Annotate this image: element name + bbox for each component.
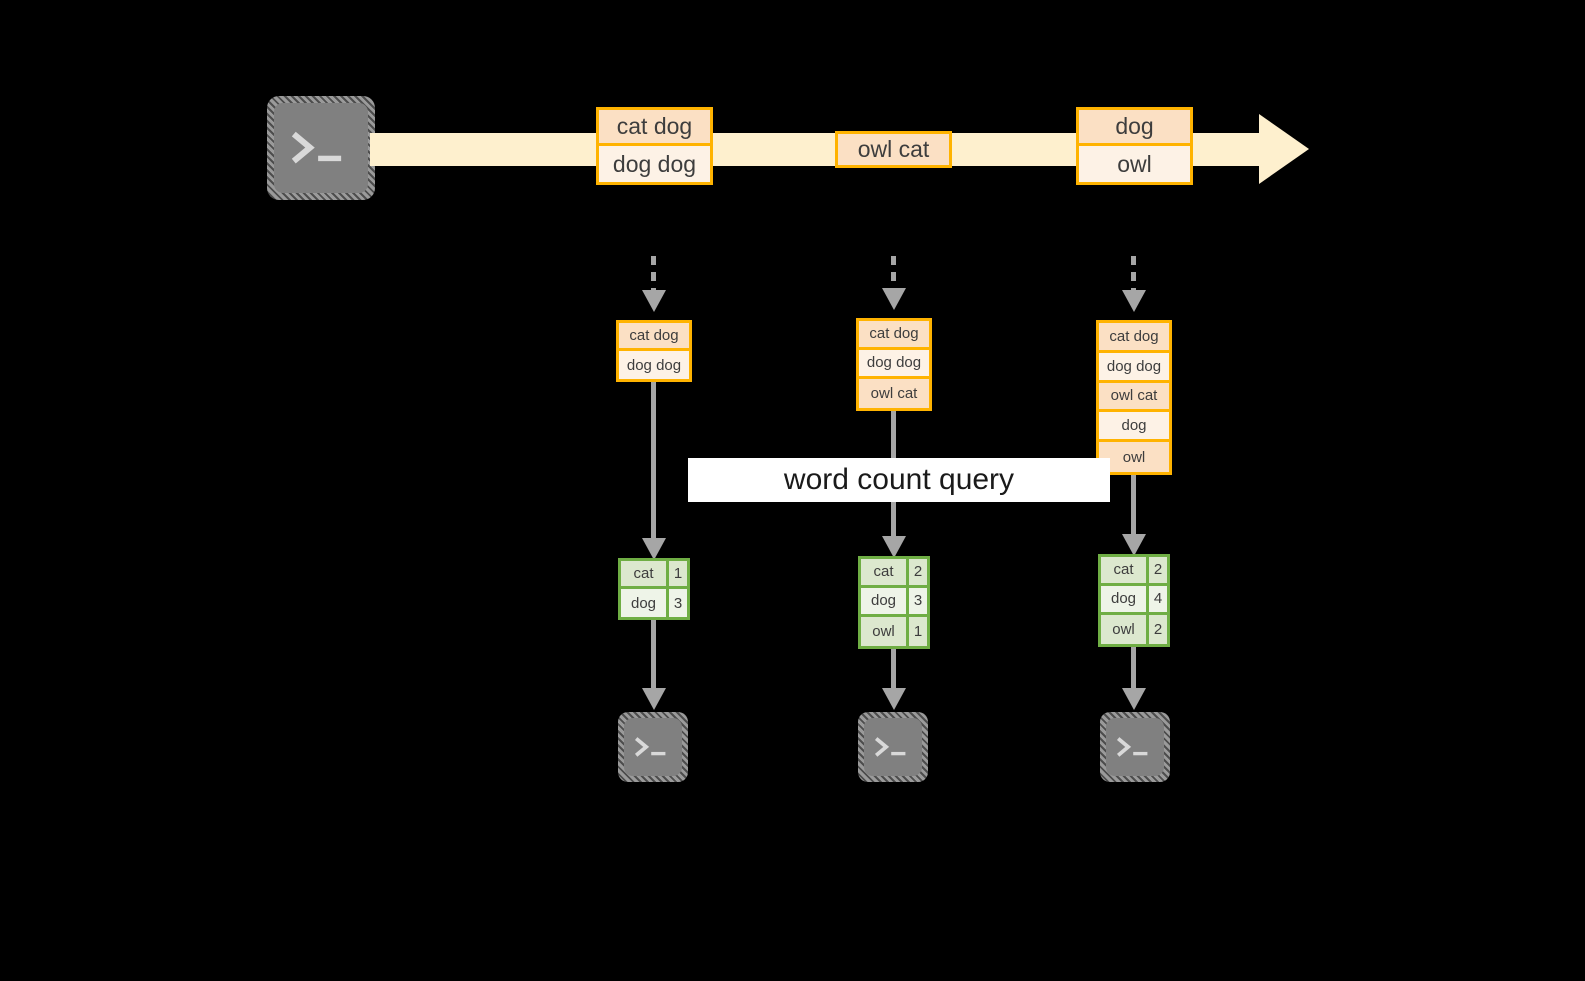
result-word: cat xyxy=(1101,557,1149,583)
message-line: dog xyxy=(1079,110,1190,146)
table-row: dog 4 xyxy=(1101,585,1167,615)
result-word: cat xyxy=(621,561,669,586)
consumer-terminal-3-icon xyxy=(1100,712,1170,782)
snapshot-1-result-table: cat 1 dog 3 xyxy=(618,558,690,620)
stream-to-snapshot-3-line xyxy=(1131,256,1136,292)
stream-message-1: cat dog dog dog xyxy=(596,107,713,185)
log-line: dog dog xyxy=(1099,352,1169,383)
result-count: 4 xyxy=(1149,585,1167,612)
stream-to-snapshot-2-arrowhead xyxy=(882,288,906,310)
snapshot-3-input-log: cat dog dog dog owl cat dog owl xyxy=(1096,320,1172,475)
snapshot-1-to-result-line xyxy=(651,382,656,542)
table-row: dog 3 xyxy=(621,589,687,617)
stream-message-3: dog owl xyxy=(1076,107,1193,185)
snapshot-2-input-log: cat dog dog dog owl cat xyxy=(856,318,932,411)
result-1-to-consumer-arrowhead xyxy=(642,688,666,710)
log-line: dog xyxy=(1099,412,1169,443)
result-count: 1 xyxy=(669,561,687,586)
stream-to-snapshot-1-line xyxy=(651,256,656,292)
result-count: 3 xyxy=(909,587,927,614)
terminal-prompt-icon xyxy=(875,737,906,757)
result-word: dog xyxy=(1101,585,1149,612)
terminal-screen xyxy=(274,103,368,193)
result-2-to-consumer-line xyxy=(891,649,896,692)
producer-terminal-icon xyxy=(267,96,375,200)
snapshot-2-to-result-arrowhead xyxy=(882,536,906,558)
result-word: cat xyxy=(861,559,909,585)
log-line: dog dog xyxy=(619,351,689,379)
terminal-screen xyxy=(1106,718,1164,776)
result-3-to-consumer-line xyxy=(1131,647,1136,692)
terminal-screen xyxy=(624,718,682,776)
log-line: owl cat xyxy=(859,378,929,408)
message-line: owl xyxy=(1079,146,1190,182)
snapshot-3-to-result-line xyxy=(1131,475,1136,538)
result-count: 1 xyxy=(909,616,927,646)
terminal-screen xyxy=(864,718,922,776)
log-line: dog dog xyxy=(859,349,929,379)
result-3-to-consumer-arrowhead xyxy=(1122,688,1146,710)
consumer-terminal-2-icon xyxy=(858,712,928,782)
table-row: cat 1 xyxy=(621,561,687,589)
snapshot-2-result-table: cat 2 dog 3 owl 1 xyxy=(858,556,930,649)
stream-to-snapshot-1-arrowhead xyxy=(642,290,666,312)
consumer-terminal-1-icon xyxy=(618,712,688,782)
log-line: cat dog xyxy=(1099,323,1169,353)
stream-to-snapshot-3-arrowhead xyxy=(1122,290,1146,312)
query-label: word count query xyxy=(688,458,1110,502)
table-row: owl 1 xyxy=(861,616,927,646)
snapshot-1-to-result-arrowhead xyxy=(642,538,666,560)
result-count: 2 xyxy=(909,559,927,585)
log-line: cat dog xyxy=(619,323,689,351)
terminal-prompt-icon xyxy=(1117,737,1148,757)
terminal-prompt-icon xyxy=(291,132,342,164)
message-line: dog dog xyxy=(599,146,710,182)
log-line: owl xyxy=(1099,442,1169,472)
result-word: dog xyxy=(621,589,669,617)
message-line: owl cat xyxy=(838,134,949,165)
terminal-prompt-icon xyxy=(635,737,666,757)
snapshot-1-input-log: cat dog dog dog xyxy=(616,320,692,382)
result-count: 2 xyxy=(1149,557,1167,583)
message-line: cat dog xyxy=(599,110,710,146)
table-row: dog 3 xyxy=(861,587,927,617)
stream-arrow-head xyxy=(1259,114,1309,184)
table-row: cat 2 xyxy=(861,559,927,588)
result-count: 3 xyxy=(669,589,687,617)
result-count: 2 xyxy=(1149,614,1167,644)
log-line: owl cat xyxy=(1099,382,1169,413)
result-word: dog xyxy=(861,587,909,614)
table-row: owl 2 xyxy=(1101,614,1167,644)
table-row: cat 2 xyxy=(1101,557,1167,586)
stream-to-snapshot-2-line xyxy=(891,256,896,290)
snapshot-3-to-result-arrowhead xyxy=(1122,534,1146,556)
log-line: cat dog xyxy=(859,321,929,350)
result-1-to-consumer-line xyxy=(651,620,656,692)
stream-message-2: owl cat xyxy=(835,131,952,168)
result-2-to-consumer-arrowhead xyxy=(882,688,906,710)
result-word: owl xyxy=(861,616,909,646)
snapshot-3-result-table: cat 2 dog 4 owl 2 xyxy=(1098,554,1170,647)
result-word: owl xyxy=(1101,614,1149,644)
